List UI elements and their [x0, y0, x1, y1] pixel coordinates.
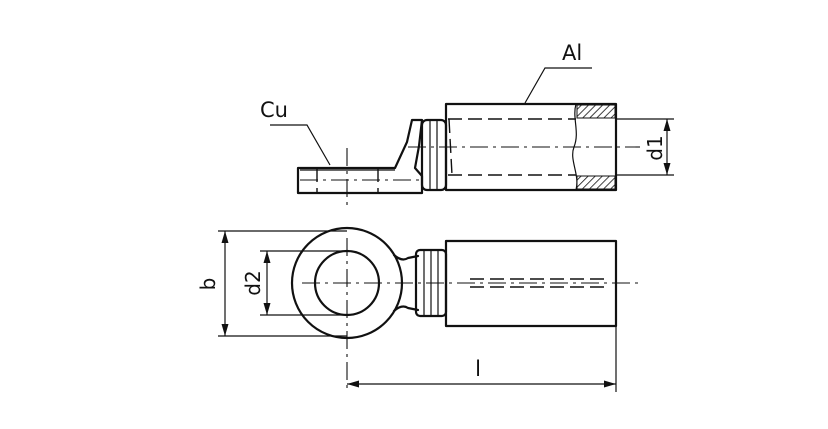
- l-label: l: [475, 357, 481, 381]
- d2-arrow-bottom: [263, 303, 271, 315]
- copper-palm-outline: [296, 118, 424, 195]
- cu-leader-line: [270, 124, 331, 166]
- d1-arrow-top: [663, 119, 671, 131]
- barrel-wall-hatch-top: [576, 104, 616, 119]
- aluminium-label: Al: [562, 41, 582, 65]
- d1-arrow-bottom: [663, 163, 671, 175]
- b-label: b: [196, 278, 220, 291]
- d2-label: d2: [241, 270, 265, 295]
- d1-label: d1: [643, 135, 667, 160]
- d2-arrow-top: [263, 251, 271, 263]
- palm-neck-upper: [392, 253, 420, 261]
- al-leader-line: [524, 67, 592, 104]
- l-arrow-left: [347, 380, 359, 388]
- palm-neck-lower: [392, 305, 420, 313]
- copper-label: Cu: [260, 98, 288, 122]
- top-view: b d2 l: [196, 226, 640, 392]
- side-view: d1 Al Cu: [260, 41, 674, 206]
- weld-ring: [420, 118, 448, 192]
- b-arrow-top: [221, 231, 229, 243]
- barrel-wall-hatch-bottom: [576, 175, 616, 190]
- l-arrow-right: [604, 380, 616, 388]
- b-arrow-bottom: [221, 324, 229, 336]
